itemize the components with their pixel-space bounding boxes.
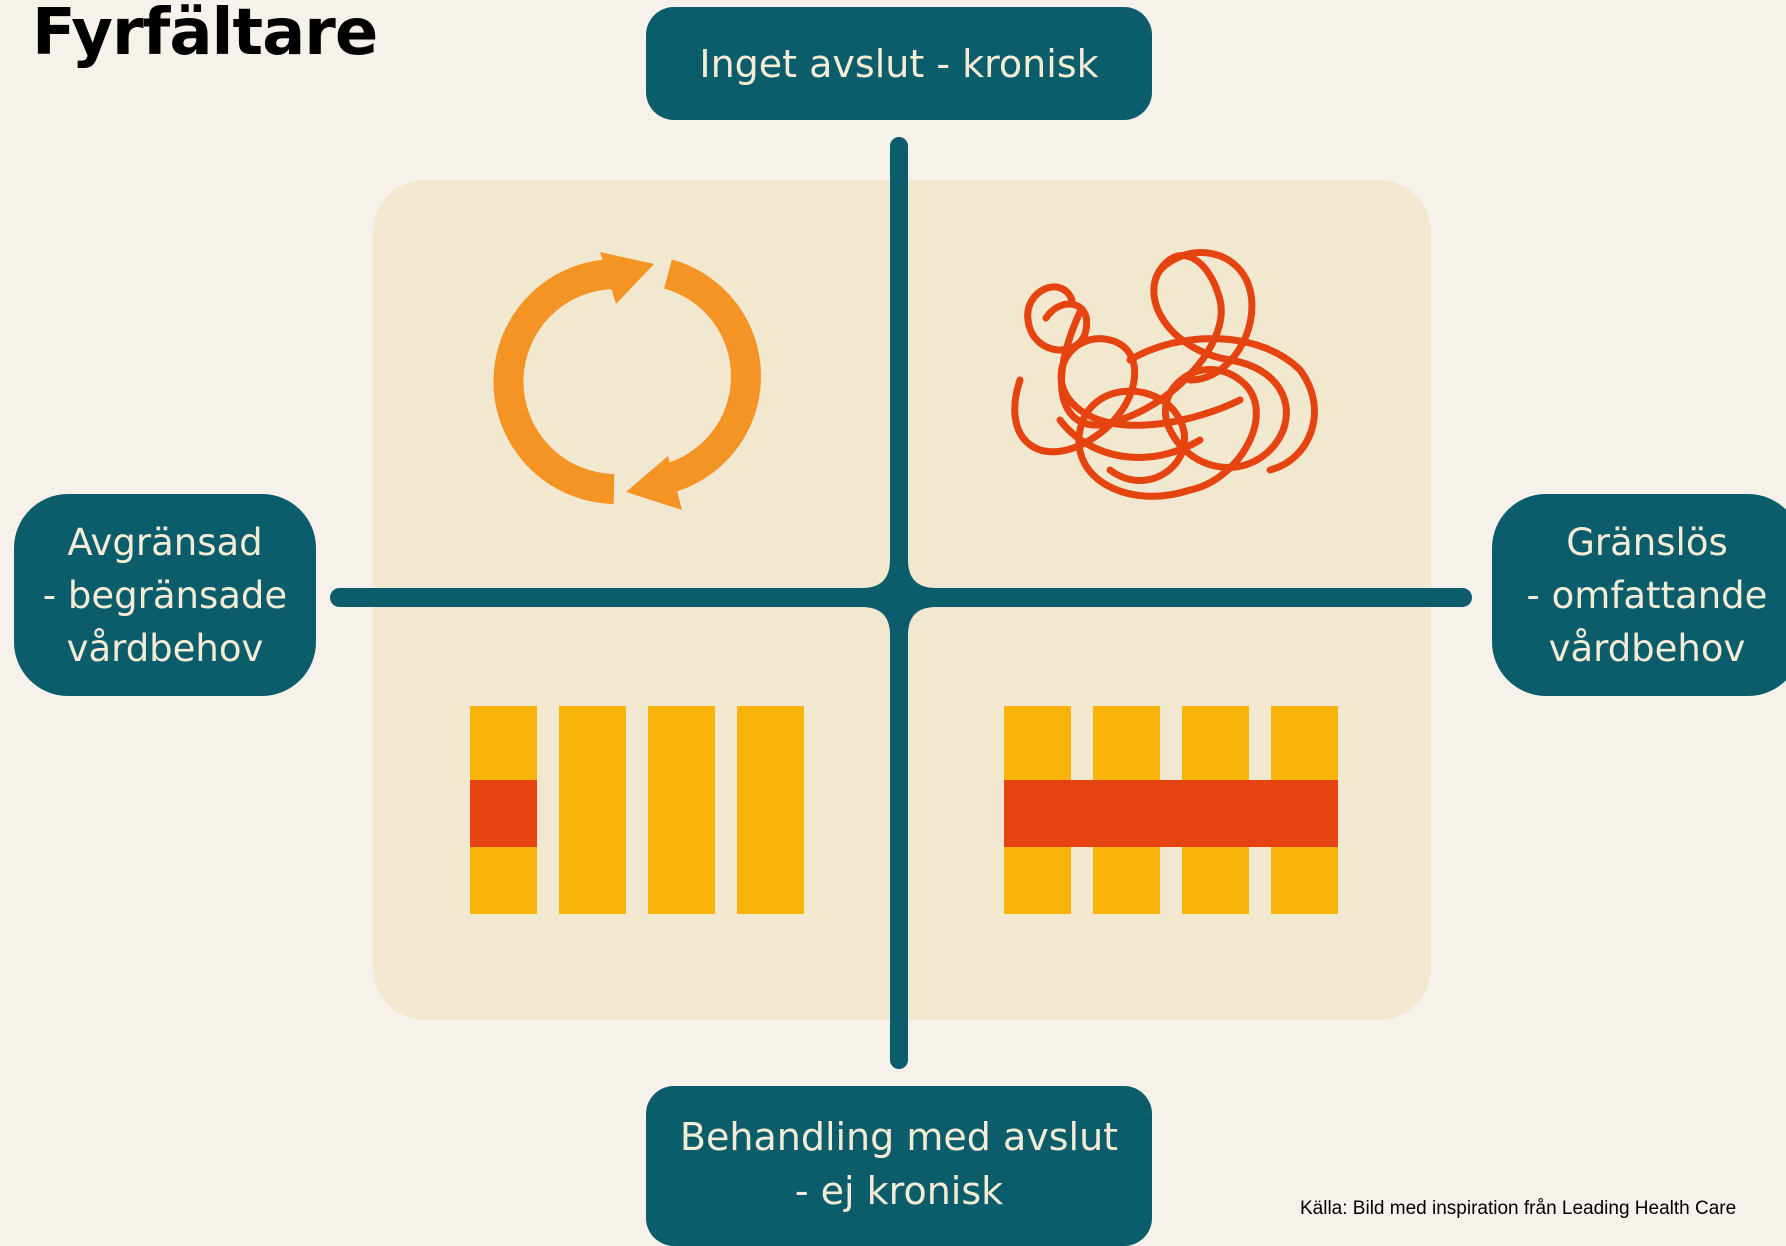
parallel-bars-single-band-icon — [470, 706, 804, 914]
cycle-arrows-icon — [493, 258, 761, 504]
page-title: Fyrfältare — [32, 0, 378, 70]
label-top: Inget avslut - kronisk — [646, 7, 1152, 120]
bar — [559, 706, 626, 914]
band — [1004, 780, 1338, 847]
label-bottom: Behandling med avslut - ej kronisk — [646, 1086, 1152, 1246]
cycle-arrow-head-top — [600, 252, 654, 304]
parallel-bars-full-band-icon — [1004, 706, 1338, 914]
label-right: Gränslös - omfattande vårdbehov — [1492, 494, 1786, 696]
label-left: Avgränsad - begränsade vårdbehov — [14, 494, 316, 696]
tangle-icon — [1011, 249, 1318, 500]
horizontal-axis — [330, 588, 1472, 607]
source-note: Källa: Bild med inspiration från Leading… — [1300, 1198, 1737, 1219]
bar — [648, 706, 715, 914]
bar — [737, 706, 804, 914]
band — [470, 780, 537, 847]
cycle-arrow-head-bottom — [626, 456, 682, 510]
axis-cross — [330, 137, 1472, 1069]
